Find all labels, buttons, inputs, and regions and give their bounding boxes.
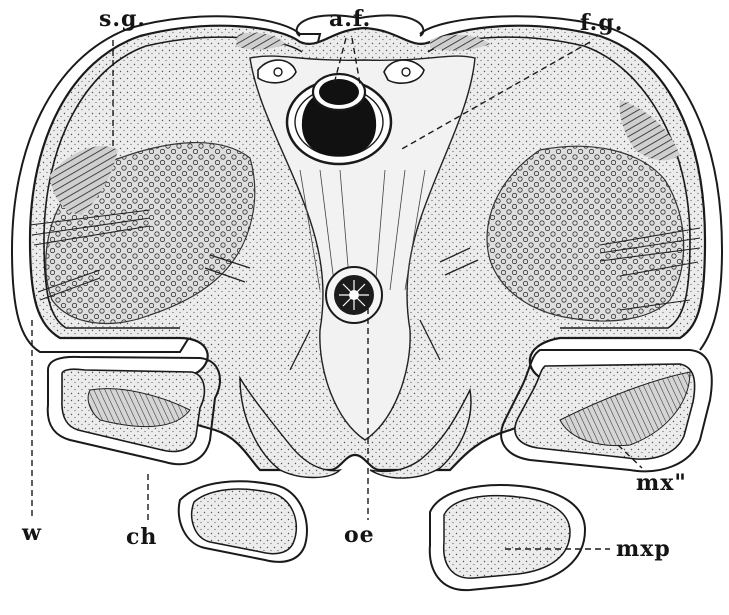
label-fg: f.g. xyxy=(580,12,623,34)
label-mxp: mxp xyxy=(616,538,671,560)
label-w: w xyxy=(22,522,42,544)
label-mx2: mx" xyxy=(636,472,687,494)
bottom-left-lobe-inner xyxy=(192,489,297,554)
label-ch: ch xyxy=(126,526,157,548)
label-sg: s.g. xyxy=(99,8,146,30)
bottom-right-lobe-inner xyxy=(444,496,570,578)
label-oe: oe xyxy=(344,524,375,546)
right-cell-mass xyxy=(487,146,684,321)
oesophagus xyxy=(326,267,382,323)
label-af: a.f. xyxy=(329,8,371,30)
